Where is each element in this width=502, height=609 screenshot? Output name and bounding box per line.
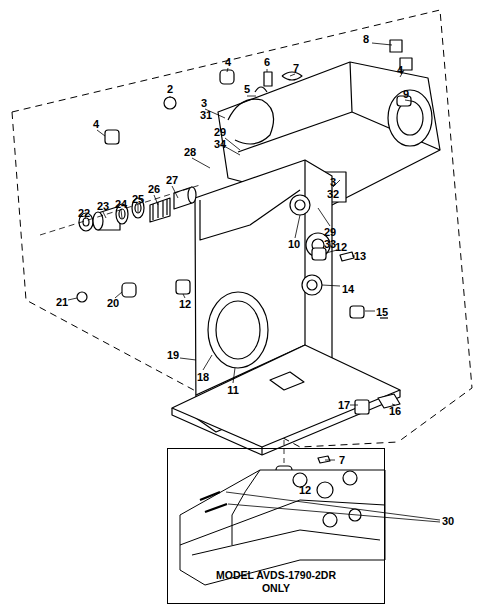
- callout-number: 23: [97, 201, 109, 212]
- callout-number: 17: [338, 400, 350, 411]
- callout-number: 29: [214, 127, 226, 138]
- callout-number: 11: [227, 385, 239, 396]
- callout-number: 25: [132, 194, 144, 205]
- callout-number: 4: [93, 119, 99, 130]
- inset-box: MODEL AVDS-1790-2DR ONLY: [167, 448, 385, 604]
- callout-number: 12: [335, 242, 347, 253]
- callout-number: 21: [56, 297, 68, 308]
- callout-number: 3: [330, 177, 336, 188]
- callout-number: 34: [214, 139, 226, 150]
- callout-number: 20: [107, 298, 119, 309]
- callout-number: 16: [389, 406, 401, 417]
- callout-number: 27: [166, 175, 178, 186]
- callout-number: 31: [200, 110, 212, 121]
- callout-number: 7: [339, 455, 345, 466]
- callout-number: 18: [197, 372, 209, 383]
- callout-number: 28: [184, 147, 196, 158]
- callout-number: 4: [397, 65, 403, 76]
- callout-number: 12: [299, 485, 311, 496]
- callout-number: 3: [201, 98, 207, 109]
- callout-number: 8: [363, 34, 369, 45]
- callout-number: 7: [293, 63, 299, 74]
- callout-number: 4: [225, 57, 231, 68]
- callout-number: 19: [167, 350, 179, 361]
- inset-caption: MODEL AVDS-1790-2DR ONLY: [201, 569, 351, 595]
- callout-number: 15: [376, 307, 388, 318]
- callout-number: 10: [288, 239, 300, 250]
- callout-number: 29: [324, 227, 336, 238]
- callout-number: 33: [324, 239, 336, 250]
- callout-number: 5: [244, 84, 250, 95]
- callout-number: 2: [167, 84, 173, 95]
- callout-number: 12: [179, 299, 191, 310]
- callout-number: 24: [115, 199, 127, 210]
- callout-number: 6: [264, 57, 270, 68]
- callout-number: 9: [403, 89, 409, 100]
- callout-number: 30: [442, 516, 454, 527]
- callout-number: 32: [327, 189, 339, 200]
- callout-number: 26: [148, 184, 160, 195]
- callout-number: 13: [354, 251, 366, 262]
- callout-number: 22: [78, 208, 90, 219]
- callout-number: 14: [342, 284, 354, 295]
